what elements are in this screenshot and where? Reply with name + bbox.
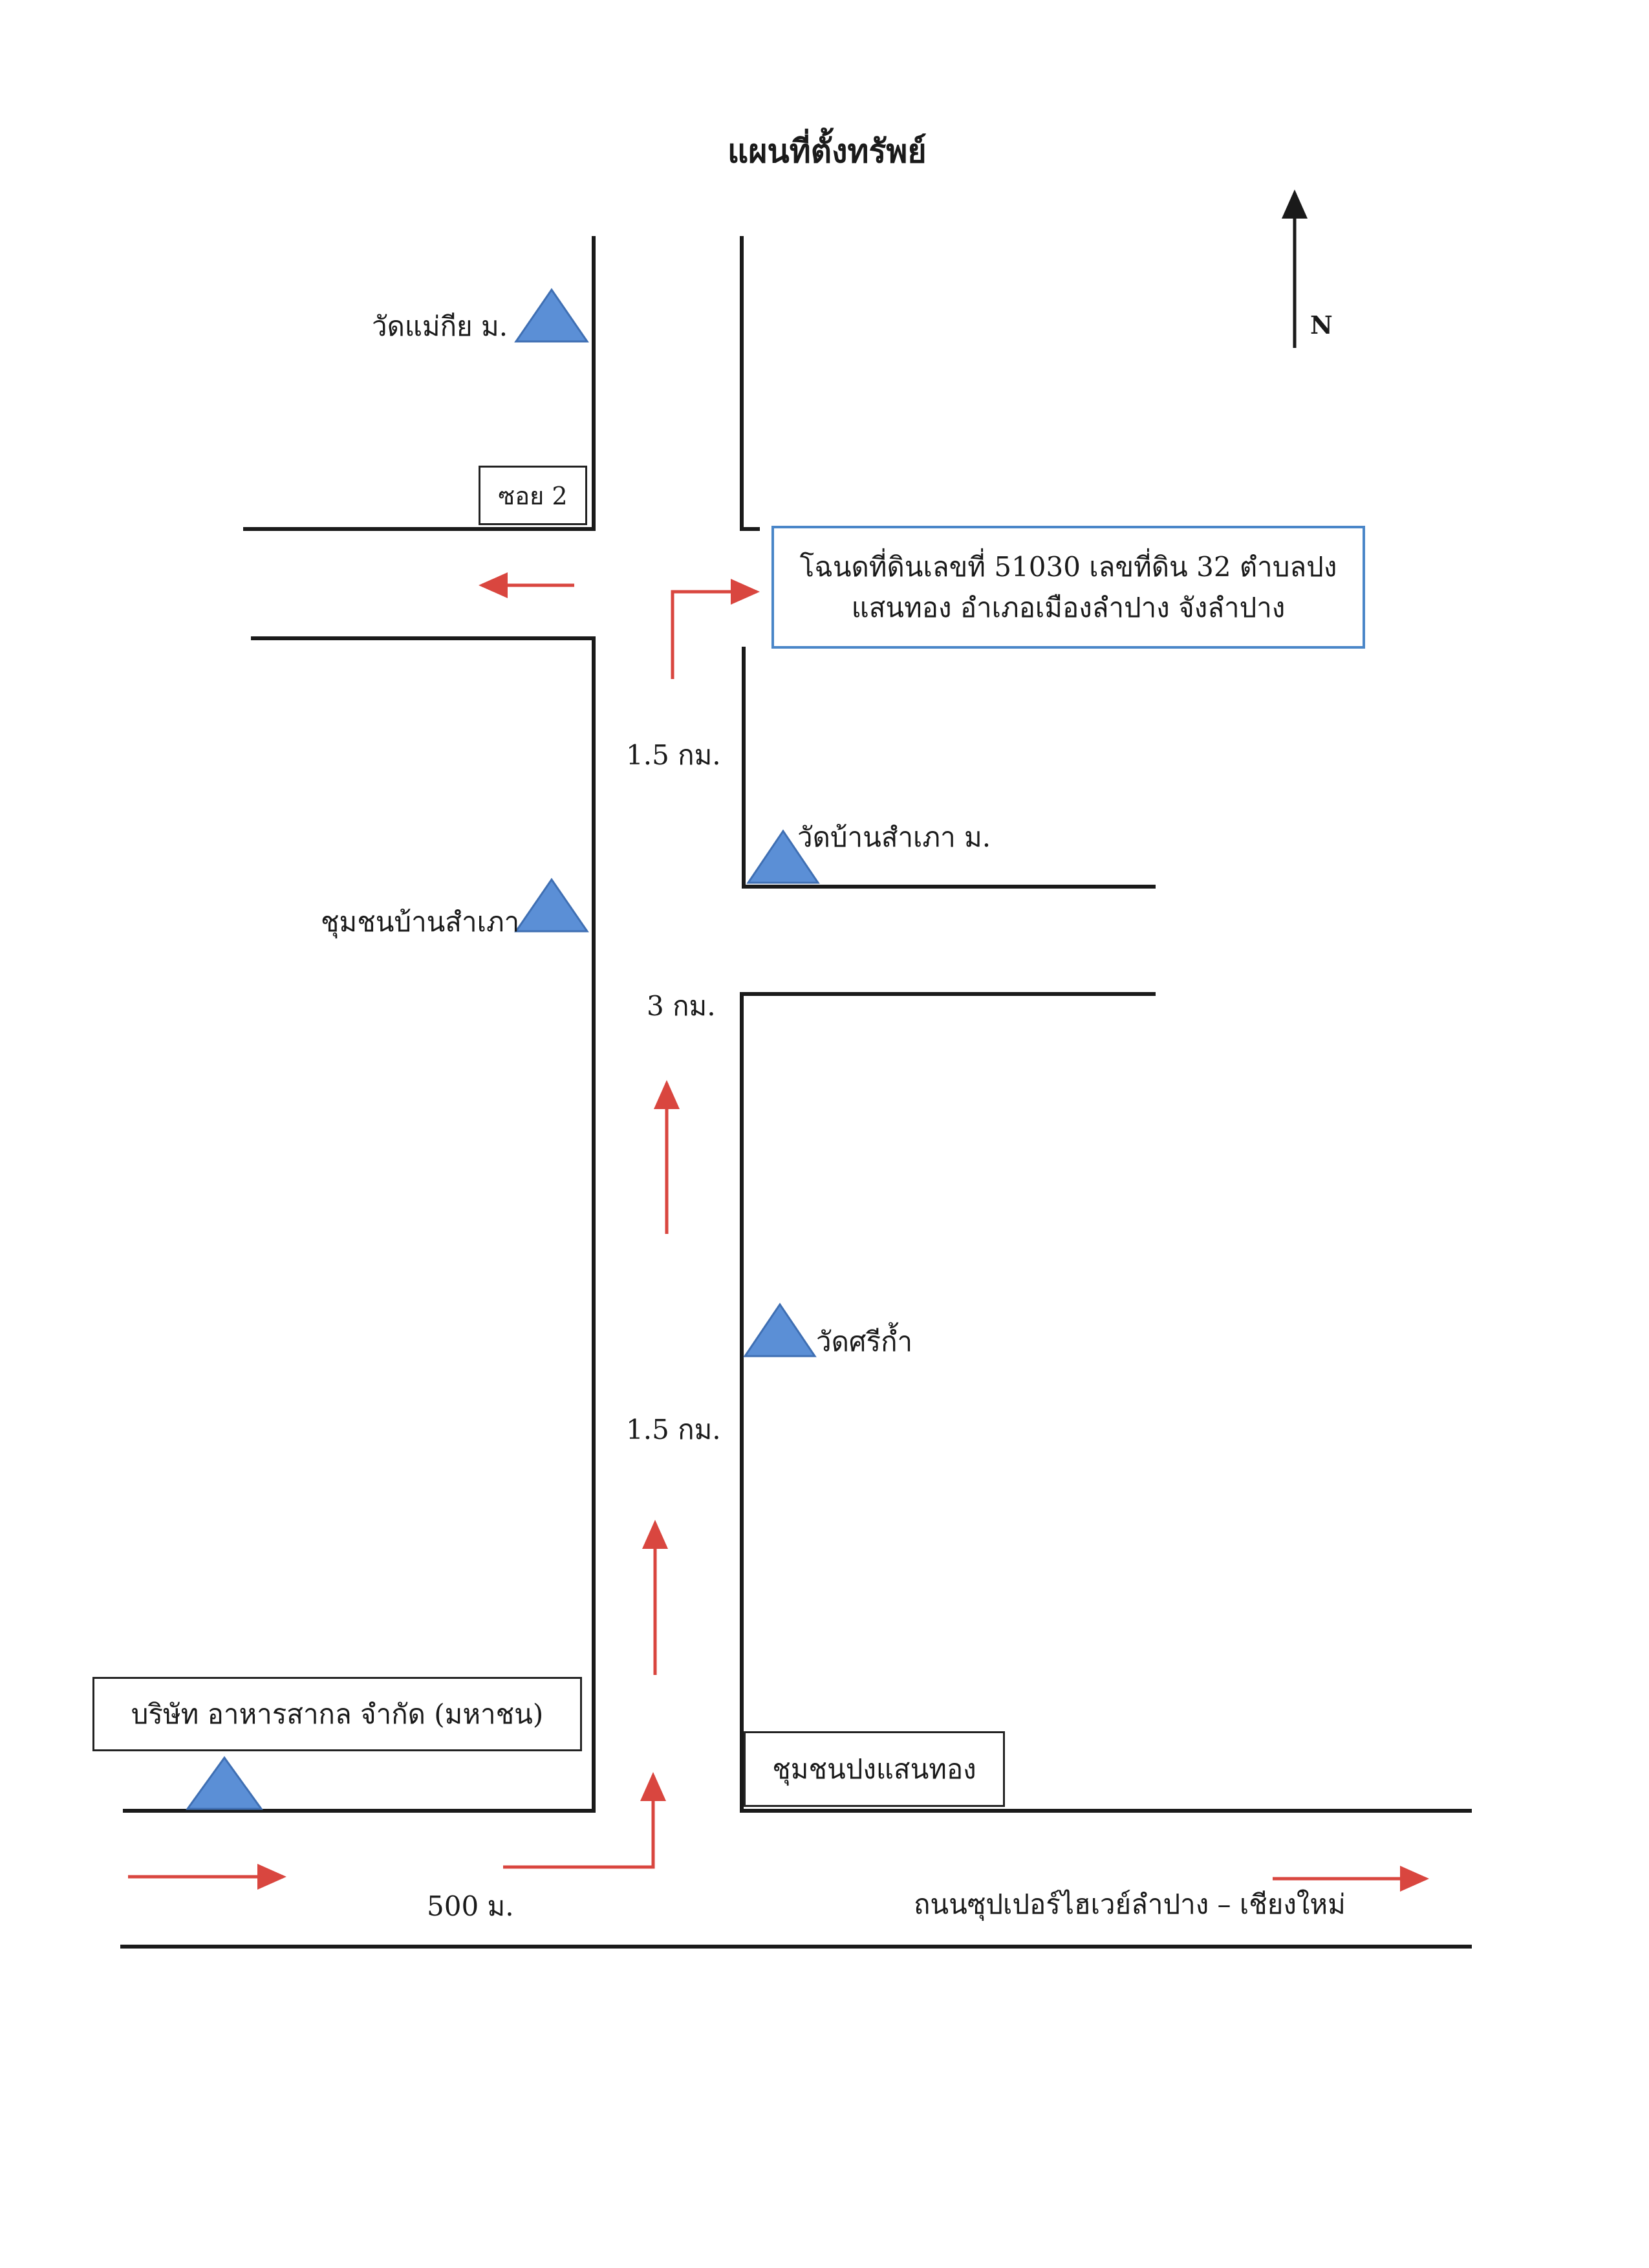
page-title: แผนที่ตั้งทรัพย์ xyxy=(727,132,927,170)
road-edge-east-low xyxy=(740,992,1472,1813)
road-edge-nw xyxy=(243,236,596,531)
route-arrows xyxy=(128,572,1429,1892)
road-edge-ne xyxy=(740,236,760,531)
north-label: N xyxy=(1310,310,1333,340)
landmark-label-wat-si-kam: วัดศรีก้ำ xyxy=(816,1326,913,1357)
landmark-label-chumchon-ban-samphao: ชุมชนบ้านสำเภา xyxy=(321,906,520,938)
arrow-icon xyxy=(671,579,760,679)
arrow-icon xyxy=(503,1772,666,1869)
landmark-label-wat-mae-kia: วัดแม่กีย ม. xyxy=(372,310,508,342)
distance-label: 1.5 กม. xyxy=(626,739,721,771)
landmark-label-wat-ban-samphao: วัดบ้านสำเภา ม. xyxy=(797,821,991,853)
property-line-1: โฉนดที่ดินเลขที่ 51030 เลขที่ดิน 32 ตำบล… xyxy=(799,551,1337,583)
distance-label: 500 ม. xyxy=(427,1890,514,1922)
landmark-markers xyxy=(186,288,820,1810)
road-edge-west xyxy=(123,636,596,1813)
company-marker-icon xyxy=(186,1756,263,1810)
temple-marker-icon xyxy=(746,829,820,884)
property-box: โฉนดที่ดินเลขที่ 51030 เลขที่ดิน 32 ตำบล… xyxy=(771,526,1365,649)
property-line-2: แสนทอง อำเภอเมืองลำปาง จังลำปาง xyxy=(851,592,1286,623)
soi-2-label: ซอย 2 xyxy=(479,466,587,525)
community-marker-icon xyxy=(514,878,589,933)
temple-marker-icon xyxy=(743,1302,817,1357)
temple-marker-icon xyxy=(514,288,589,343)
community-label-box: ชุมชนปงแสนทอง xyxy=(744,1731,1005,1807)
road-edge-east-mid xyxy=(742,647,1156,889)
highway-label: ถนนซุปเปอร์ไฮเวย์ลำปาง – เชียงใหม่ xyxy=(914,1888,1346,1920)
distance-label: 1.5 กม. xyxy=(626,1414,721,1445)
road-lines xyxy=(120,236,1472,1949)
company-label-box: บริษัท อาหารสากล จำกัด (มหาชน) xyxy=(92,1677,582,1751)
distance-label: 3 กม. xyxy=(647,990,716,1022)
